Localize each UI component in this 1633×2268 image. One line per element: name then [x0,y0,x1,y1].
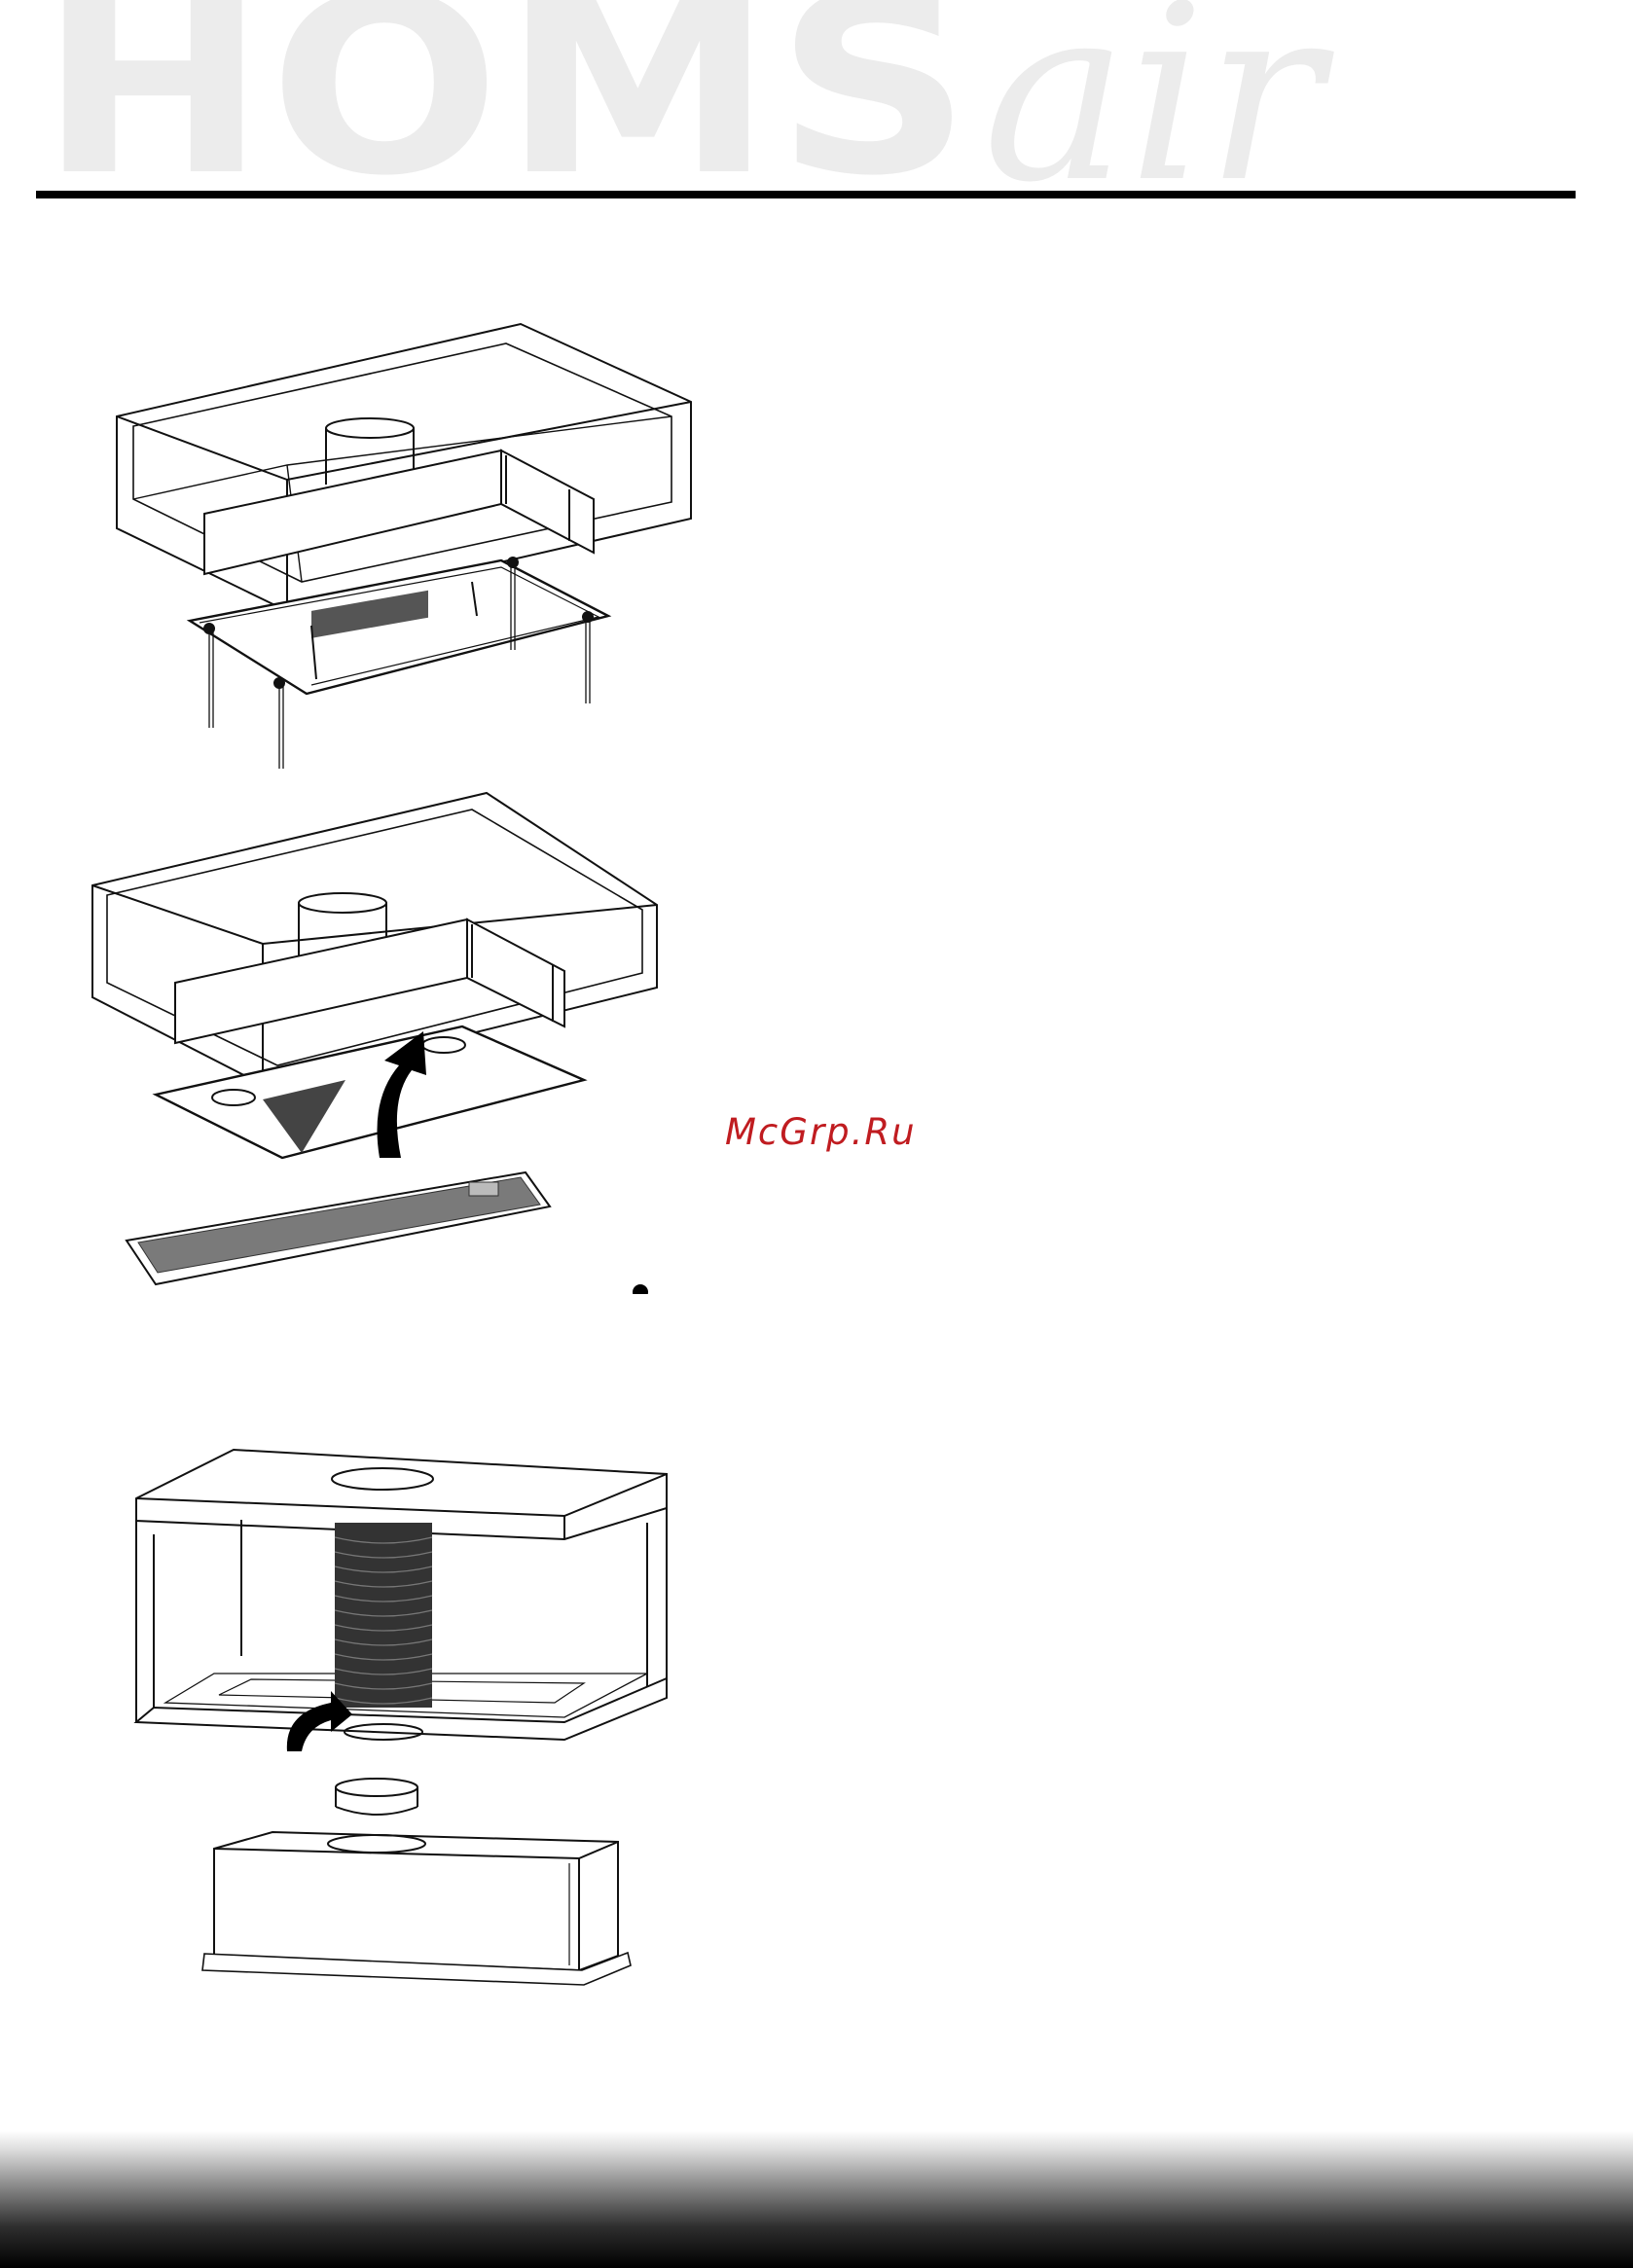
duct-connection-diagram [127,1440,671,2004]
brand-script: air [983,0,1323,216]
brand-logo: HOMS air [39,0,1615,180]
watermark: McGrp.Ru [725,1111,917,1153]
header-rule [36,191,1576,198]
mounting-screws-diagram [112,319,696,776]
footer-gradient-band [0,2131,1633,2268]
brand-name: HOMS [39,0,974,210]
filter-installation-diagram [88,788,671,1294]
